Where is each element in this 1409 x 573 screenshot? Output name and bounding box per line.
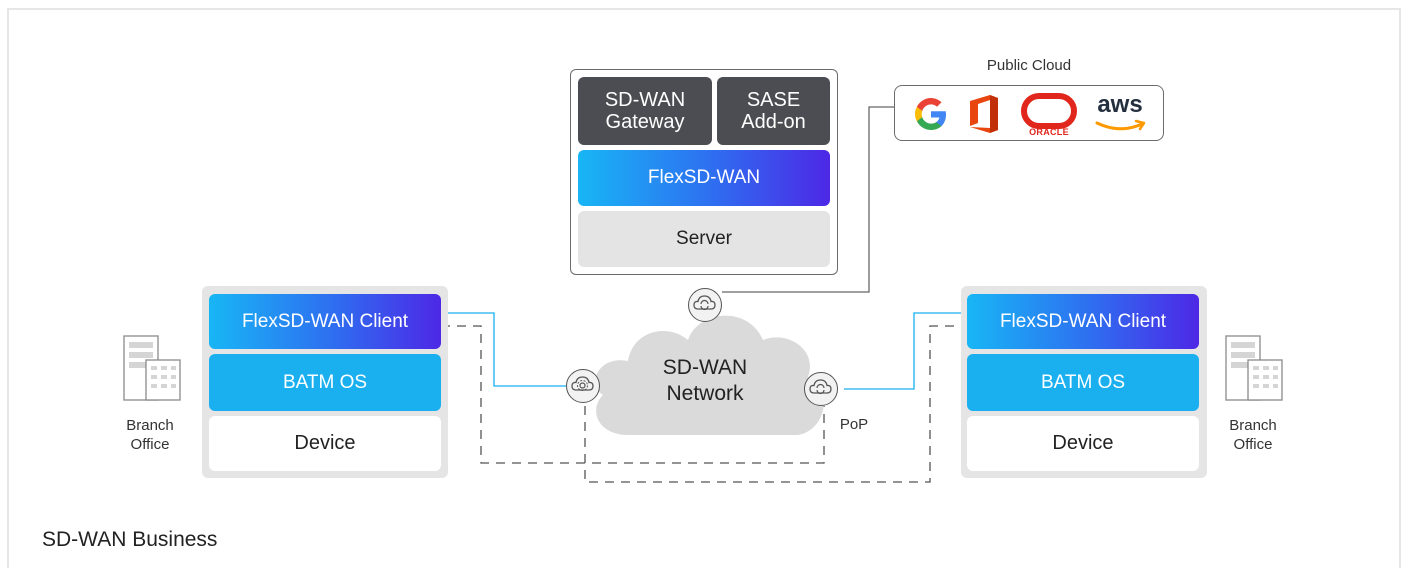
left-device-block: Device bbox=[209, 416, 441, 471]
sd-wan-network-label: SD-WAN Network bbox=[662, 356, 748, 405]
right-client-link bbox=[844, 312, 967, 390]
diagram-frame bbox=[7, 8, 1401, 568]
sd-wan-gateway-block: SD-WAN Gateway bbox=[578, 77, 712, 145]
pop-node-icon bbox=[804, 372, 838, 406]
sase-addon-block: SASE Add-on bbox=[717, 77, 830, 145]
office-logo-icon bbox=[970, 95, 998, 133]
google-logo-icon bbox=[915, 98, 946, 130]
sd-wan-cloud-icon bbox=[595, 315, 825, 435]
aws-smile-icon bbox=[1095, 119, 1146, 131]
pop-label: PoP bbox=[839, 416, 869, 433]
right-os-block: BATM OS bbox=[967, 354, 1199, 411]
right-branch-office-icon bbox=[1225, 335, 1283, 401]
left-branch-office-icon bbox=[123, 335, 181, 401]
right-device-block: Device bbox=[967, 416, 1199, 471]
public-cloud-title: Public Cloud bbox=[986, 57, 1072, 74]
left-dashed-tunnel bbox=[441, 325, 825, 464]
gateway-node-icon bbox=[566, 369, 600, 403]
flexsdwan-block: FlexSD-WAN bbox=[578, 150, 830, 206]
diagram-caption: SD-WAN Business bbox=[42, 528, 218, 551]
oracle-logo-text: ORACLE bbox=[1029, 127, 1069, 137]
server-block: Server bbox=[578, 211, 830, 267]
left-os-block: BATM OS bbox=[209, 354, 441, 411]
cloud-link bbox=[722, 106, 894, 293]
right-dashed-tunnel bbox=[584, 325, 967, 483]
oracle-logo-icon bbox=[1021, 93, 1077, 129]
left-branch-office-label: Branch Office bbox=[126, 417, 174, 453]
server-node-icon bbox=[688, 288, 722, 322]
right-branch-office-label: Branch Office bbox=[1229, 417, 1277, 453]
left-client-block: FlexSD-WAN Client bbox=[209, 294, 441, 349]
aws-logo-text: aws bbox=[1097, 91, 1143, 118]
left-client-link bbox=[441, 312, 566, 387]
right-client-block: FlexSD-WAN Client bbox=[967, 294, 1199, 349]
